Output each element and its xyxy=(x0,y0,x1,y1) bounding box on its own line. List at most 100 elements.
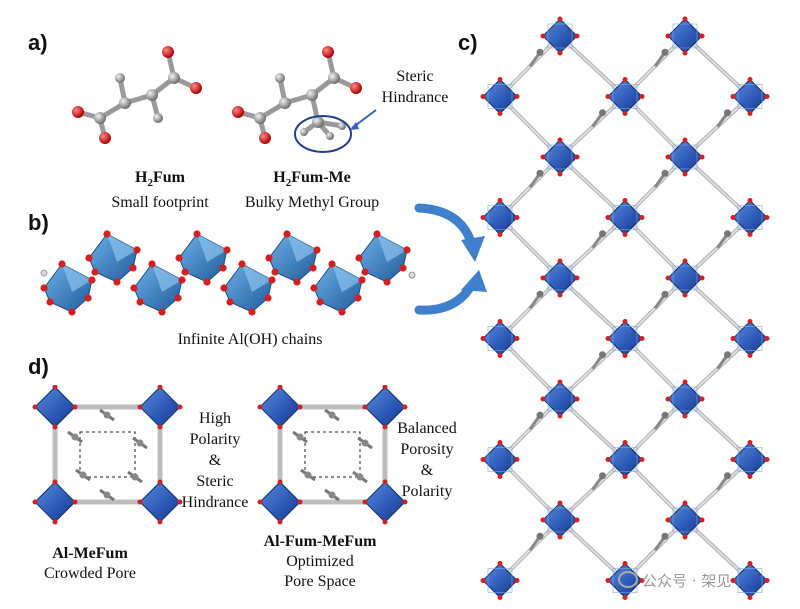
oxygen-atom xyxy=(72,499,78,505)
oxygen-atom xyxy=(137,404,143,410)
oxygen-atom xyxy=(220,284,228,292)
oxygen-atom xyxy=(605,336,611,341)
oxygen-atom xyxy=(40,284,48,292)
oxygen-atom xyxy=(157,479,163,485)
oxygen-atom xyxy=(310,284,318,292)
methyl-atom xyxy=(361,439,369,447)
octahedron-edge xyxy=(737,447,763,472)
linker-highlight xyxy=(684,519,751,582)
chain-face xyxy=(287,234,317,262)
oxygen-atom xyxy=(497,440,503,445)
oxygen-atom xyxy=(277,424,283,430)
oxygen-atom xyxy=(639,457,645,462)
oxygen-atom xyxy=(358,276,366,284)
octahedron-edge xyxy=(547,265,573,291)
oxygen-atom xyxy=(682,171,688,177)
methyl-atom xyxy=(304,471,312,479)
methyl-atom xyxy=(724,109,731,117)
methyl-atom xyxy=(661,411,669,419)
oxygen-atom xyxy=(557,292,563,298)
curved-arrows xyxy=(414,203,487,315)
oxygen-atom xyxy=(130,284,138,292)
oxygen-atom xyxy=(181,268,189,276)
oxygen-atom xyxy=(682,500,688,506)
oxygen-atom xyxy=(403,246,411,254)
octahedron-edge xyxy=(612,205,638,230)
h2fum-name: H2Fum xyxy=(135,169,185,190)
oxygen-atom xyxy=(355,254,363,262)
oxygen-atom xyxy=(382,424,388,430)
oxygen-atom xyxy=(699,275,705,281)
linker-highlight xyxy=(684,156,751,219)
oxygen-atom xyxy=(175,254,183,262)
oxygen-atom xyxy=(497,353,503,358)
methyl-atom xyxy=(71,433,79,441)
oxygen-atom xyxy=(297,404,303,410)
oxygen-atom xyxy=(497,474,503,479)
oxygen-atom xyxy=(264,294,272,302)
oxygen-atom xyxy=(402,499,408,505)
oxygen-atom xyxy=(682,379,688,385)
al-fum-mefum-desc-2: Pore Space xyxy=(284,573,356,590)
methyl-atom xyxy=(79,471,87,479)
chain-face xyxy=(332,264,362,292)
oxygen-atom xyxy=(622,198,628,203)
oxygen-atom xyxy=(362,404,368,410)
methyl-atom xyxy=(661,169,669,177)
methyl-atom xyxy=(536,532,544,540)
oxygen-atom xyxy=(148,260,156,268)
oxygen-atom xyxy=(747,440,753,445)
oxygen-atom xyxy=(514,457,520,462)
chain-face xyxy=(197,234,227,262)
oxygen-atom xyxy=(136,298,144,306)
oxygen-atom xyxy=(362,499,368,505)
oxygen-atom xyxy=(157,424,163,430)
panel-b-chain xyxy=(40,230,416,316)
oxygen-atom xyxy=(574,275,580,281)
oxygen-atom xyxy=(639,94,645,99)
oxygen-atom xyxy=(730,94,736,99)
methyl-atom xyxy=(599,230,606,238)
oxygen-atom xyxy=(665,154,671,160)
oxygen-atom xyxy=(277,479,283,485)
methyl-atom xyxy=(661,48,669,56)
chain-face xyxy=(152,264,182,292)
hydrogen-atom xyxy=(40,269,48,277)
chain-face xyxy=(377,234,407,262)
oxygen-atom xyxy=(747,198,753,203)
methyl-atom xyxy=(599,472,606,480)
al-mefum-desc: Crowded Pore xyxy=(44,565,136,582)
oxygen-atom xyxy=(622,77,628,82)
oxygen-atom xyxy=(52,479,58,485)
oxygen-atom xyxy=(540,517,546,523)
panel-c-framework xyxy=(480,16,770,600)
oxygen-atom xyxy=(682,413,688,419)
linker-highlight xyxy=(684,35,751,98)
oxygen-atom xyxy=(361,268,369,276)
framework-octahedra xyxy=(480,16,770,600)
wechat-icon xyxy=(618,571,638,588)
oxygen-atom xyxy=(219,264,227,272)
oxygen-atom xyxy=(382,519,388,525)
oxygen-atom xyxy=(158,308,166,316)
al-mefum-caption: Al-MeFum Crowded Pore xyxy=(30,544,150,584)
oxygen-atom xyxy=(382,479,388,485)
octahedron-edge xyxy=(672,23,698,49)
oxygen-atom xyxy=(309,264,317,272)
octahedron-edge xyxy=(672,144,698,170)
linker-highlight xyxy=(684,398,751,461)
chain-face xyxy=(107,234,137,262)
h2fum-desc: Small footprint xyxy=(111,194,209,212)
panel-label-b: b) xyxy=(28,210,49,235)
oxygen-atom xyxy=(639,215,645,220)
linker-highlight xyxy=(499,458,561,521)
oxygen-atom xyxy=(557,413,563,419)
oxygen-atom xyxy=(316,298,324,306)
panel-d-pores xyxy=(32,385,408,525)
linker-highlight xyxy=(559,519,626,582)
methyl-atom xyxy=(661,532,669,540)
oxygen-atom xyxy=(265,254,273,262)
hydrogen-atom xyxy=(408,271,416,279)
oxygen-atom xyxy=(91,268,99,276)
oxygen-atom xyxy=(113,278,121,286)
